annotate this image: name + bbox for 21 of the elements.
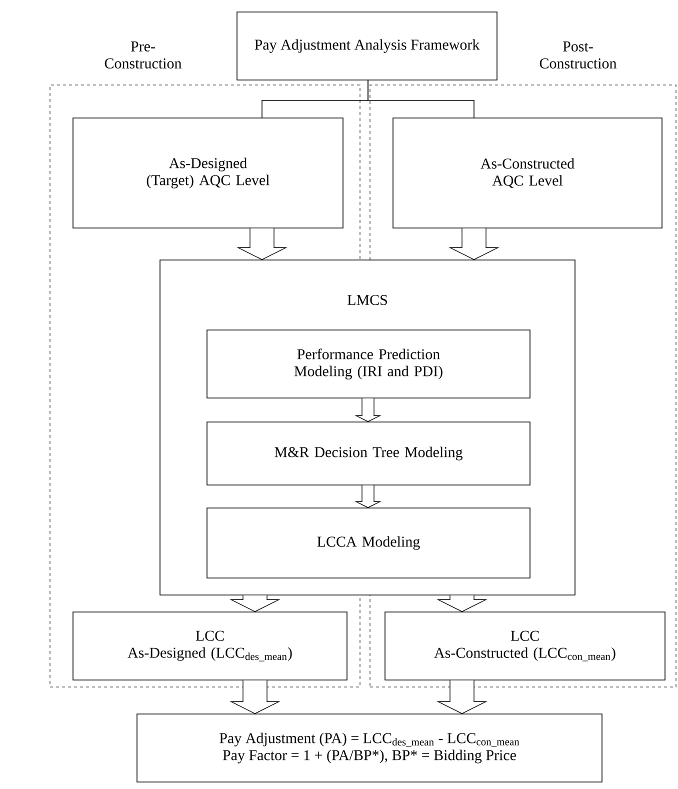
region-heading: Post- Construction [540, 42, 617, 68]
process-box: LCCA Modeling [206, 508, 530, 578]
block-arrow [230, 595, 280, 612]
block-arrow [436, 680, 488, 714]
region-heading: Pre- Construction [104, 42, 182, 68]
block-arrow [354, 485, 382, 508]
process-box: M&R Decision Tree Modeling [206, 422, 530, 486]
block-arrow [436, 595, 488, 612]
process-box: Performance Prediction Modeling (IRI and PDI) [206, 330, 530, 398]
process-box: Pay Adjustment (PA) = LCC$_{des_mean}$ - LCC$_{con_mean}$ Pay Factor = 1 + (PA/BP*), BP* = Bidding Price [136, 714, 602, 782]
block-arrow [230, 680, 280, 714]
process-box: As-Constructed AQC Level [392, 118, 662, 228]
connector-line [368, 80, 474, 118]
process-box: LCC As-Designed (LCC$_{des_mean}$) [72, 612, 348, 680]
box-heading: LMCS [348, 294, 387, 306]
block-arrow [354, 398, 382, 422]
process-box: LCC As-Constructed (LCC$_{con_mean}$) [384, 612, 666, 680]
block-arrow [236, 228, 288, 260]
process-box: As-Designed (Target) AQC Level [72, 118, 344, 228]
process-box: Pay Adjustment Analysis Framework [236, 12, 498, 80]
block-arrow [448, 228, 500, 260]
